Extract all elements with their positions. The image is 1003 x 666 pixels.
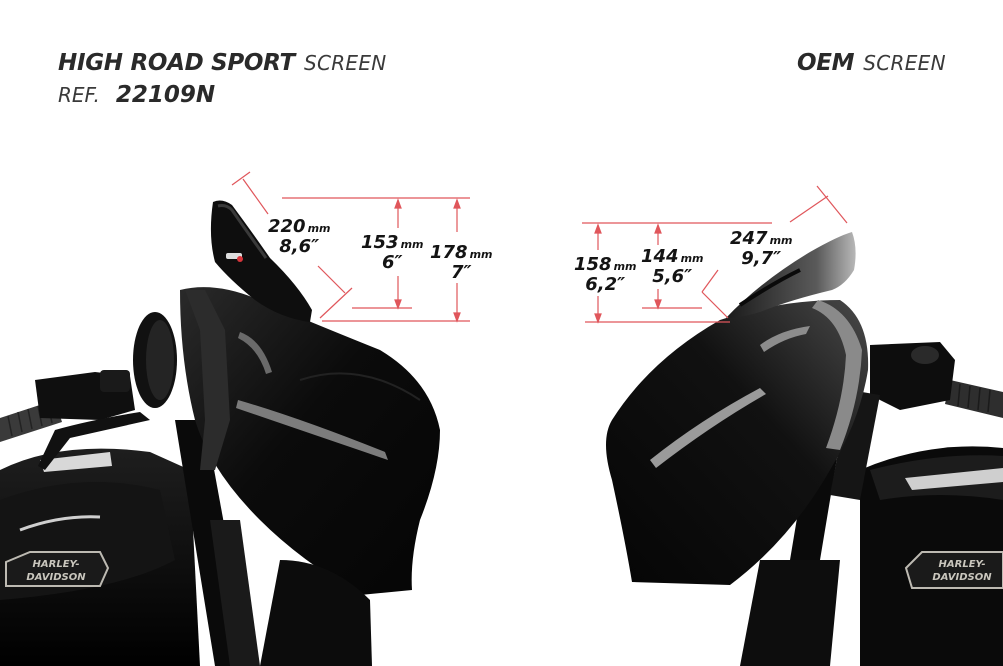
left-windscreen <box>210 200 312 322</box>
right-product-type: SCREEN <box>863 51 946 75</box>
left-motorcycle: HARLEY- DAVIDSON <box>0 200 440 666</box>
right-motorcycle: HARLEY- DAVIDSON <box>606 232 1003 666</box>
svg-text:HARLEY-: HARLEY- <box>939 559 986 570</box>
left-product-title: HIGH ROAD SPORT SCREEN REF. 22109N <box>58 50 387 108</box>
left-harley-badge: HARLEY- DAVIDSON <box>5 551 110 587</box>
left-dimension-lines <box>231 171 470 323</box>
svg-text:HARLEY-: HARLEY- <box>33 559 80 570</box>
right-windscreen <box>726 232 856 318</box>
right-product-name: OEM <box>797 50 855 76</box>
right-dimension-lines <box>582 185 848 324</box>
ref-label: REF. <box>58 83 100 107</box>
right-harley-badge: HARLEY- DAVIDSON <box>904 551 1003 589</box>
left-product-type: SCREEN <box>303 51 387 75</box>
svg-text:DAVIDSON: DAVIDSON <box>26 572 86 583</box>
ref-value: 22109N <box>115 82 216 108</box>
right-product-title: OEM SCREEN <box>797 50 946 76</box>
svg-text:DAVIDSON: DAVIDSON <box>932 572 992 583</box>
left-product-name: HIGH ROAD SPORT <box>58 50 295 76</box>
